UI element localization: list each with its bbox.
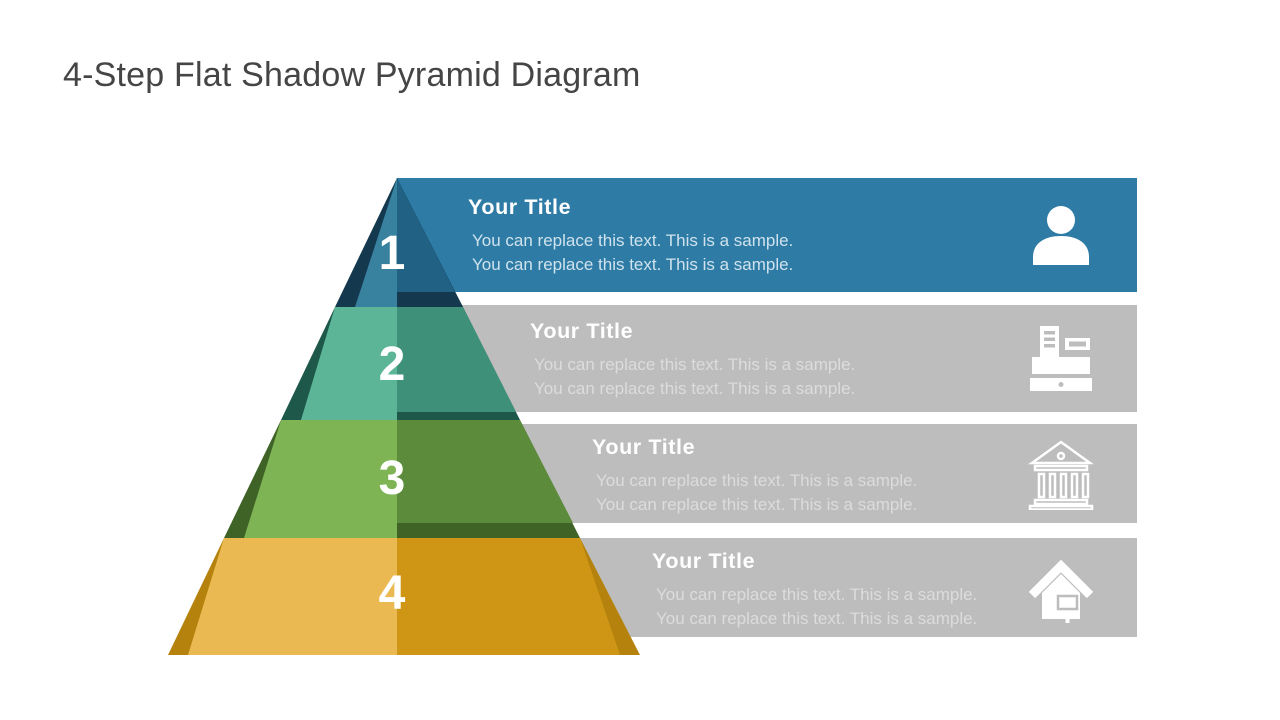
cash-register-icon — [1030, 325, 1092, 391]
step-4-desc-line-2: You can replace this text. This is a sam… — [656, 608, 978, 628]
step-3-desc-line-1: You can replace this text. This is a sam… — [596, 471, 918, 490]
step-1-desc-line-1: You can replace this text. This is a sam… — [472, 231, 794, 250]
step-1-description: You can replace this text. This is a sam… — [472, 229, 793, 276]
step-3-number: 3 — [378, 452, 406, 505]
step-4-title: Your Title — [652, 549, 756, 573]
step-3-desc-line-2: You can replace this text. This is a sam… — [596, 494, 918, 514]
step-2-number: 2 — [378, 338, 406, 391]
step-1-desc-line-2: You can replace this text. This is a sam… — [472, 254, 794, 274]
step-4-description: You can replace this text. This is a sam… — [656, 583, 977, 630]
bank-icon — [1028, 439, 1094, 510]
slide-title: 4-Step Flat Shadow Pyramid Diagram — [63, 56, 641, 94]
step-3-title: Your Title — [592, 435, 696, 459]
step-1-number: 1 — [378, 227, 406, 280]
step-2-text-block: Your Title You can replace this text. Th… — [530, 319, 855, 400]
step-2-desc-line-2: You can replace this text. This is a sam… — [534, 378, 856, 398]
step-4-number: 4 — [378, 567, 406, 620]
step-1-title: Your Title — [468, 195, 572, 219]
step-3-panel: Your Title You can replace this text. Th… — [430, 424, 1137, 523]
step-4-desc-line-1: You can replace this text. This is a sam… — [656, 585, 978, 604]
step-1-text-block: Your Title You can replace this text. Th… — [468, 195, 793, 276]
step-3-description: You can replace this text. This is a sam… — [596, 469, 917, 516]
step-2-desc-line-1: You can replace this text. This is a sam… — [534, 355, 856, 374]
step-2-description: You can replace this text. This is a sam… — [534, 353, 855, 400]
step-2-panel: Your Title You can replace this text. Th… — [430, 305, 1137, 412]
step-3-text-block: Your Title You can replace this text. Th… — [592, 435, 917, 516]
person-icon — [1033, 206, 1089, 265]
step-1-panel: Your Title You can replace this text. Th… — [397, 178, 1137, 292]
step-4-text-block: Your Title You can replace this text. Th… — [652, 549, 977, 630]
house-icon — [1028, 559, 1094, 623]
step-4-panel: Your Title You can replace this text. Th… — [430, 538, 1137, 637]
step-2-title: Your Title — [530, 319, 634, 343]
